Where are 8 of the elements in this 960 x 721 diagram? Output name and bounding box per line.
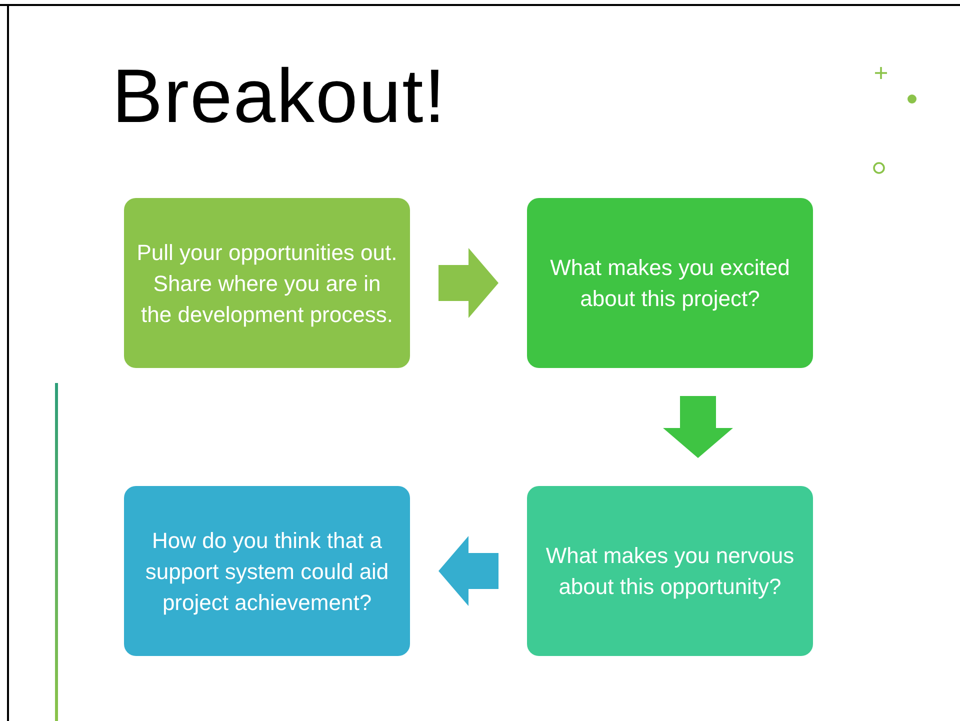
process-box: Pull your opportunities out. Share where you are in the development process. bbox=[124, 198, 410, 368]
process-box: What makes you excited about this project? bbox=[527, 198, 813, 368]
process-box: How do you think that a support system could aid project achievement? bbox=[124, 486, 410, 656]
slide-title: Breakout! bbox=[112, 53, 446, 141]
block-arrow bbox=[663, 396, 733, 458]
block-arrow bbox=[438, 536, 498, 606]
block-arrow bbox=[438, 248, 498, 318]
process-box: What makes you nervous about this opportunity? bbox=[527, 486, 813, 656]
